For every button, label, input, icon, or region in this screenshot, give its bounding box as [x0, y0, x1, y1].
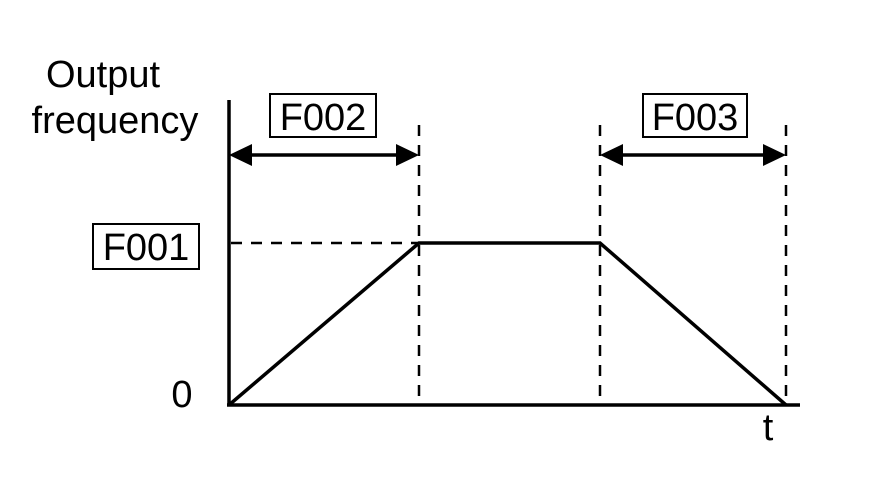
decel-time-label: F003 — [652, 97, 739, 139]
set-frequency-label: F001 — [103, 227, 190, 269]
accel-time-box — [269, 93, 377, 138]
decel-arrowhead-left — [600, 144, 623, 166]
set-frequency-box — [92, 223, 200, 270]
y-axis-label-line2: frequency — [32, 100, 199, 142]
zero-label: 0 — [171, 374, 192, 416]
accel-arrowhead-left — [229, 144, 252, 166]
accel-arrowhead-right — [396, 144, 419, 166]
frequency-profile-line — [227, 241, 788, 407]
decel-arrowhead-right — [763, 144, 786, 166]
accel-time-label: F002 — [280, 97, 367, 139]
y-axis-label-line1: Output — [46, 54, 161, 96]
decel-time-box — [642, 93, 748, 138]
x-axis-label: t — [763, 407, 774, 449]
